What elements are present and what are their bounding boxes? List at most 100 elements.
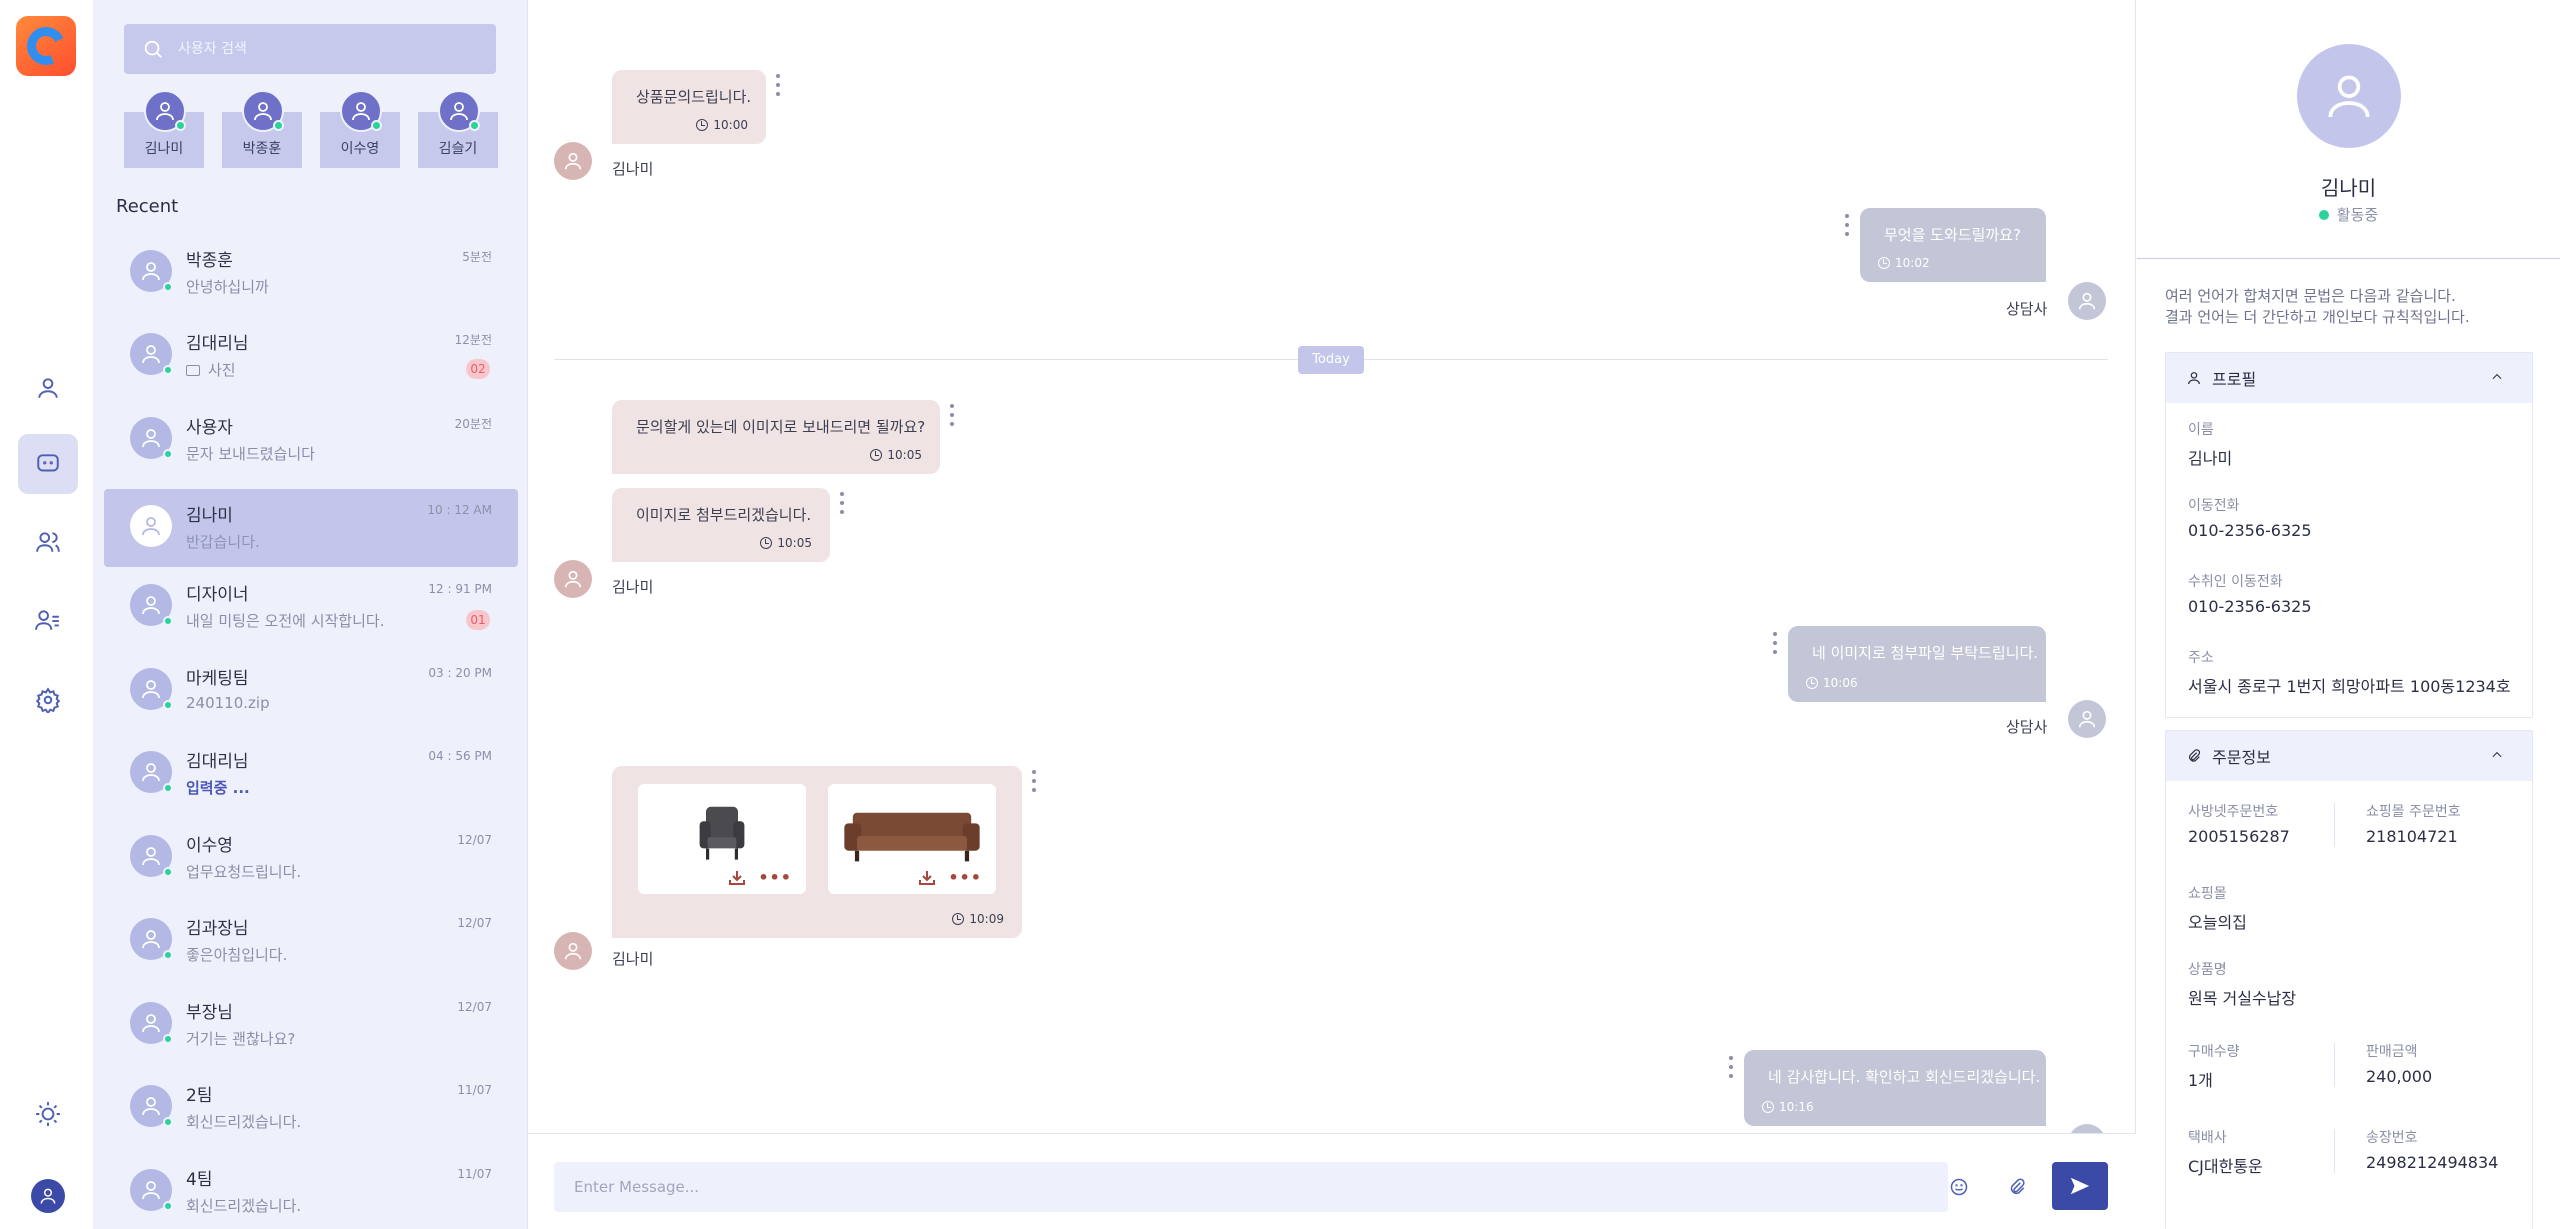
download-icon[interactable]: [728, 870, 746, 886]
chat-preview: 회신드리겠습니다.: [186, 1113, 302, 1131]
field-label: 쇼핑몰: [2188, 886, 2227, 902]
message-menu-icon[interactable]: [946, 404, 958, 426]
clock-icon: [760, 537, 773, 549]
favorite-user[interactable]: 박종훈: [222, 90, 302, 168]
user-icon: [142, 763, 160, 782]
favorite-user[interactable]: 김나미: [124, 90, 204, 168]
order-section-header[interactable]: 주문정보: [2166, 731, 2532, 781]
chat-list-item[interactable]: 김과장님 좋은아침입니다. 12/07: [104, 902, 518, 980]
search-input[interactable]: [178, 41, 478, 57]
nav-settings-button[interactable]: [18, 670, 78, 730]
chat-list-item[interactable]: 김대리님 입력중 ... 04 : 56 PM: [104, 735, 518, 813]
message-menu-icon[interactable]: [772, 74, 784, 96]
chat-list-item[interactable]: 박종훈 안녕하십니까 5분전: [104, 234, 518, 312]
field-label: 판매금액: [2366, 1044, 2418, 1060]
message-menu-icon[interactable]: [1725, 1056, 1737, 1078]
message-menu-icon[interactable]: [1841, 214, 1853, 236]
more-icon[interactable]: •••: [948, 868, 982, 887]
emoji-button[interactable]: [1944, 1172, 1974, 1202]
chat-list-item[interactable]: 2팀 회신드리겠습니다. 11/07: [104, 1069, 518, 1147]
sender-name: 상담사: [2006, 300, 2048, 318]
avatar: [554, 560, 592, 598]
nav-profile-button[interactable]: [18, 358, 78, 418]
message-text: 네 감사합니다. 확인하고 회신드리겠습니다.: [1768, 1068, 2041, 1086]
online-indicator: [163, 1201, 173, 1211]
nav-chats-button[interactable]: [18, 434, 78, 494]
search-box[interactable]: [124, 24, 496, 74]
download-icon[interactable]: [918, 870, 936, 886]
attachment-thumbnail[interactable]: •••: [638, 784, 806, 894]
chat-list-item[interactable]: 사용자 문자 보내드렸습니다 20분전: [104, 401, 518, 479]
more-icon[interactable]: •••: [758, 868, 792, 887]
chat-list-item[interactable]: 마케팅팀 240110.zip 03 : 20 PM: [104, 652, 518, 730]
avatar: [242, 90, 284, 132]
message-menu-icon[interactable]: [1769, 632, 1781, 654]
attachment-thumbnail[interactable]: •••: [828, 784, 996, 894]
chat-time: 12분전: [454, 333, 492, 347]
message-time: 10:05: [870, 448, 922, 462]
incoming-message[interactable]: 이미지로 첨부드리겠습니다. 10:05: [612, 488, 830, 562]
sofa-image-icon: [844, 812, 980, 862]
paperclip-icon: [2010, 1178, 2025, 1195]
chat-time: 11/07: [457, 1083, 492, 1097]
avatar: [130, 751, 173, 793]
sender-name: 김나미: [612, 950, 654, 968]
chat-name: 2팀: [186, 1086, 213, 1106]
user-icon: [2328, 75, 2370, 118]
field-label: 송장번호: [2366, 1130, 2418, 1146]
user-icon: [156, 102, 174, 121]
user-icon: [142, 1097, 160, 1116]
field-value: 010-2356-6325: [2188, 521, 2312, 540]
send-button[interactable]: [2052, 1162, 2108, 1210]
outgoing-message[interactable]: 네 이미지로 첨부파일 부탁드립니다. 10:06: [1788, 626, 2046, 702]
profile-section-header[interactable]: 프로필: [2166, 353, 2532, 403]
avatar: [130, 835, 173, 877]
divider: [2334, 1043, 2335, 1087]
avatar: [130, 250, 173, 292]
chat-list-item[interactable]: 김대리님 사진 12분전 02: [104, 317, 518, 395]
conversation-panel: 상품문의드립니다. 10:00 김나미 무엇을 도와드릴까요? 10:02 상담…: [528, 0, 2136, 1229]
chat-list-item[interactable]: 디자이너 내일 미팅은 오전에 시작합니다. 12 : 91 PM 01: [104, 568, 518, 646]
user-icon: [142, 429, 160, 448]
app-logo[interactable]: [16, 16, 76, 76]
chat-preview: 업무요청드립니다.: [186, 863, 302, 881]
favorite-name: 김나미: [144, 141, 184, 157]
message-input[interactable]: [554, 1162, 1948, 1212]
incoming-message[interactable]: 상품문의드립니다. 10:00: [612, 70, 766, 144]
profile-avatar: [2297, 44, 2401, 148]
my-account-button[interactable]: [18, 1166, 78, 1226]
chat-list-item-active[interactable]: 김나미 반갑습니다. 10 : 12 AM: [104, 489, 518, 567]
chat-list-item[interactable]: 부장님 거기는 괜찮나요? 12/07: [104, 986, 518, 1064]
chat-list-item[interactable]: 이수영 업무요청드립니다. 12/07: [104, 819, 518, 897]
user-list-icon: [35, 610, 59, 630]
chat-list-item[interactable]: 4팀 회신드리겠습니다. 11/07: [104, 1153, 518, 1229]
nav-user-list-button[interactable]: [18, 590, 78, 650]
online-indicator: [163, 449, 173, 459]
user-icon: [142, 930, 160, 949]
chat-preview: 240110.zip: [186, 694, 270, 712]
field-value: 010-2356-6325: [2188, 597, 2312, 616]
nav-contacts-button[interactable]: [18, 512, 78, 572]
clock-icon: [1762, 1101, 1774, 1113]
message-menu-icon[interactable]: [836, 492, 848, 514]
field-value: 218104721: [2366, 827, 2458, 846]
incoming-image-message[interactable]: ••• ••• 10:09: [612, 766, 1022, 938]
attach-button[interactable]: [2002, 1172, 2032, 1202]
favorite-user[interactable]: 이수영: [320, 90, 400, 168]
field-label: 상품명: [2188, 962, 2227, 978]
outgoing-message[interactable]: 무엇을 도와드릴까요? 10:02: [1860, 208, 2046, 282]
theme-toggle-button[interactable]: [18, 1084, 78, 1144]
chat-name: 김나미: [186, 506, 233, 526]
chat-list-panel: 김나미 박종훈 이수영 김슬기 Recent 박종훈 안녕하십니까 5분전 김대…: [94, 0, 528, 1229]
outgoing-message[interactable]: 네 감사합니다. 확인하고 회신드리겠습니다. 10:16: [1744, 1050, 2046, 1126]
user-icon: [142, 847, 160, 866]
message-time: 10:05: [760, 536, 812, 550]
gear-icon: [35, 687, 61, 713]
incoming-message[interactable]: 문의할게 있는데 이미지로 보내드리면 될까요? 10:05: [612, 400, 940, 474]
message-menu-icon[interactable]: [1028, 770, 1040, 792]
favorite-user[interactable]: 김슬기: [418, 90, 498, 168]
user-icon: [38, 378, 58, 398]
sender-name: 상담사: [2006, 718, 2048, 736]
sender-name: 김나미: [612, 160, 654, 178]
chat-name: 이수영: [186, 836, 233, 856]
